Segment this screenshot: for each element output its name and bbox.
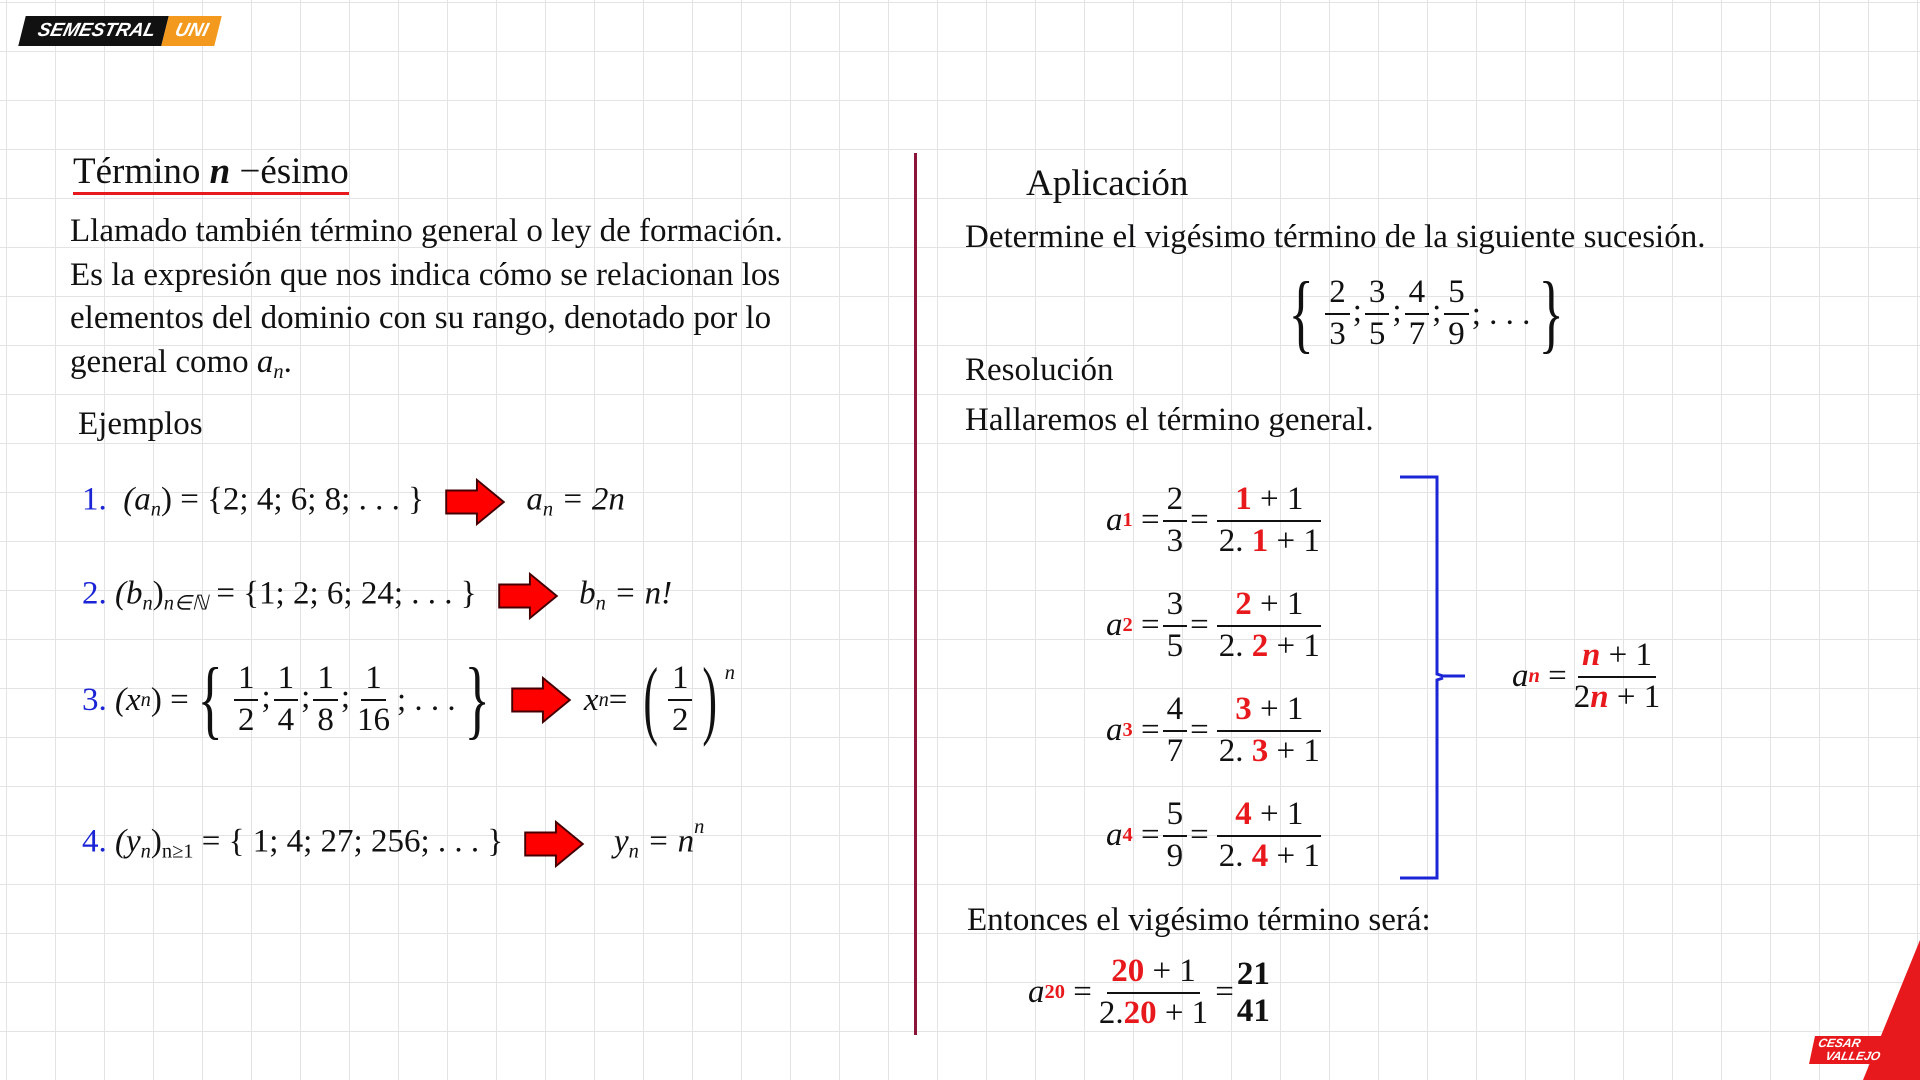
separator: ; — [340, 679, 350, 716]
separator: ; — [1432, 293, 1442, 330]
numerator: 1 — [361, 659, 386, 701]
section-title: Término n −ésimo — [73, 150, 349, 195]
numerator: 5 — [1444, 273, 1469, 315]
resolution-heading: Resolución — [965, 352, 1114, 388]
definition-paragraph: Llamado también término general o ley de… — [70, 213, 783, 383]
numerator: 3 — [1364, 273, 1390, 315]
denominator: 9 — [1448, 316, 1465, 352]
separator: ; — [1392, 293, 1402, 330]
arrow-right-icon — [444, 478, 506, 526]
step-text: Hallaremos el término general. — [965, 402, 1374, 438]
index: 3 — [1122, 719, 1133, 741]
denominator: 4 — [277, 702, 295, 738]
example-1: 1. (an) = {2; 4; 6; 8; . . . } an = 2n — [82, 478, 625, 526]
example-2: 2. (bn)n∈ℕ = {1; 2; 6; 24; . . . } bn = … — [82, 572, 672, 620]
example-4: 4. (yn)n≥1 = { 1; 4; 27; 256; . . . } yn… — [82, 816, 704, 868]
separator: ; — [261, 679, 271, 716]
arrow-right-icon — [497, 572, 559, 620]
denominator: 3 — [1329, 316, 1346, 352]
numerator: 1 — [313, 659, 338, 701]
numerator: 2 — [1325, 273, 1350, 315]
application-heading: Aplicación — [1026, 163, 1189, 204]
numerator: 4 — [1404, 273, 1430, 315]
arrow-right-icon — [510, 676, 572, 724]
numerator: 1 — [273, 659, 299, 701]
column-divider — [914, 153, 917, 1035]
separator: ; — [301, 679, 311, 716]
right-brace — [1400, 475, 1465, 880]
question-text: Determine el vigésimo término de la sigu… — [965, 219, 1706, 255]
denominator: 8 — [317, 702, 334, 738]
examples-heading: Ejemplos — [78, 406, 203, 442]
denominator: 7 — [1408, 316, 1426, 352]
denominator: 5 — [1368, 316, 1386, 352]
denominator: 2 — [237, 702, 255, 738]
index: 4 — [1122, 824, 1133, 846]
index: 2 — [1122, 614, 1133, 636]
conclusion-text: Entonces el vigésimo término será: — [967, 902, 1431, 938]
denominator: 16 — [356, 702, 390, 738]
numerator: 1 — [233, 659, 259, 701]
separator: ; — [1352, 293, 1362, 330]
index: 1 — [1122, 509, 1133, 531]
arrow-right-icon — [523, 820, 585, 868]
